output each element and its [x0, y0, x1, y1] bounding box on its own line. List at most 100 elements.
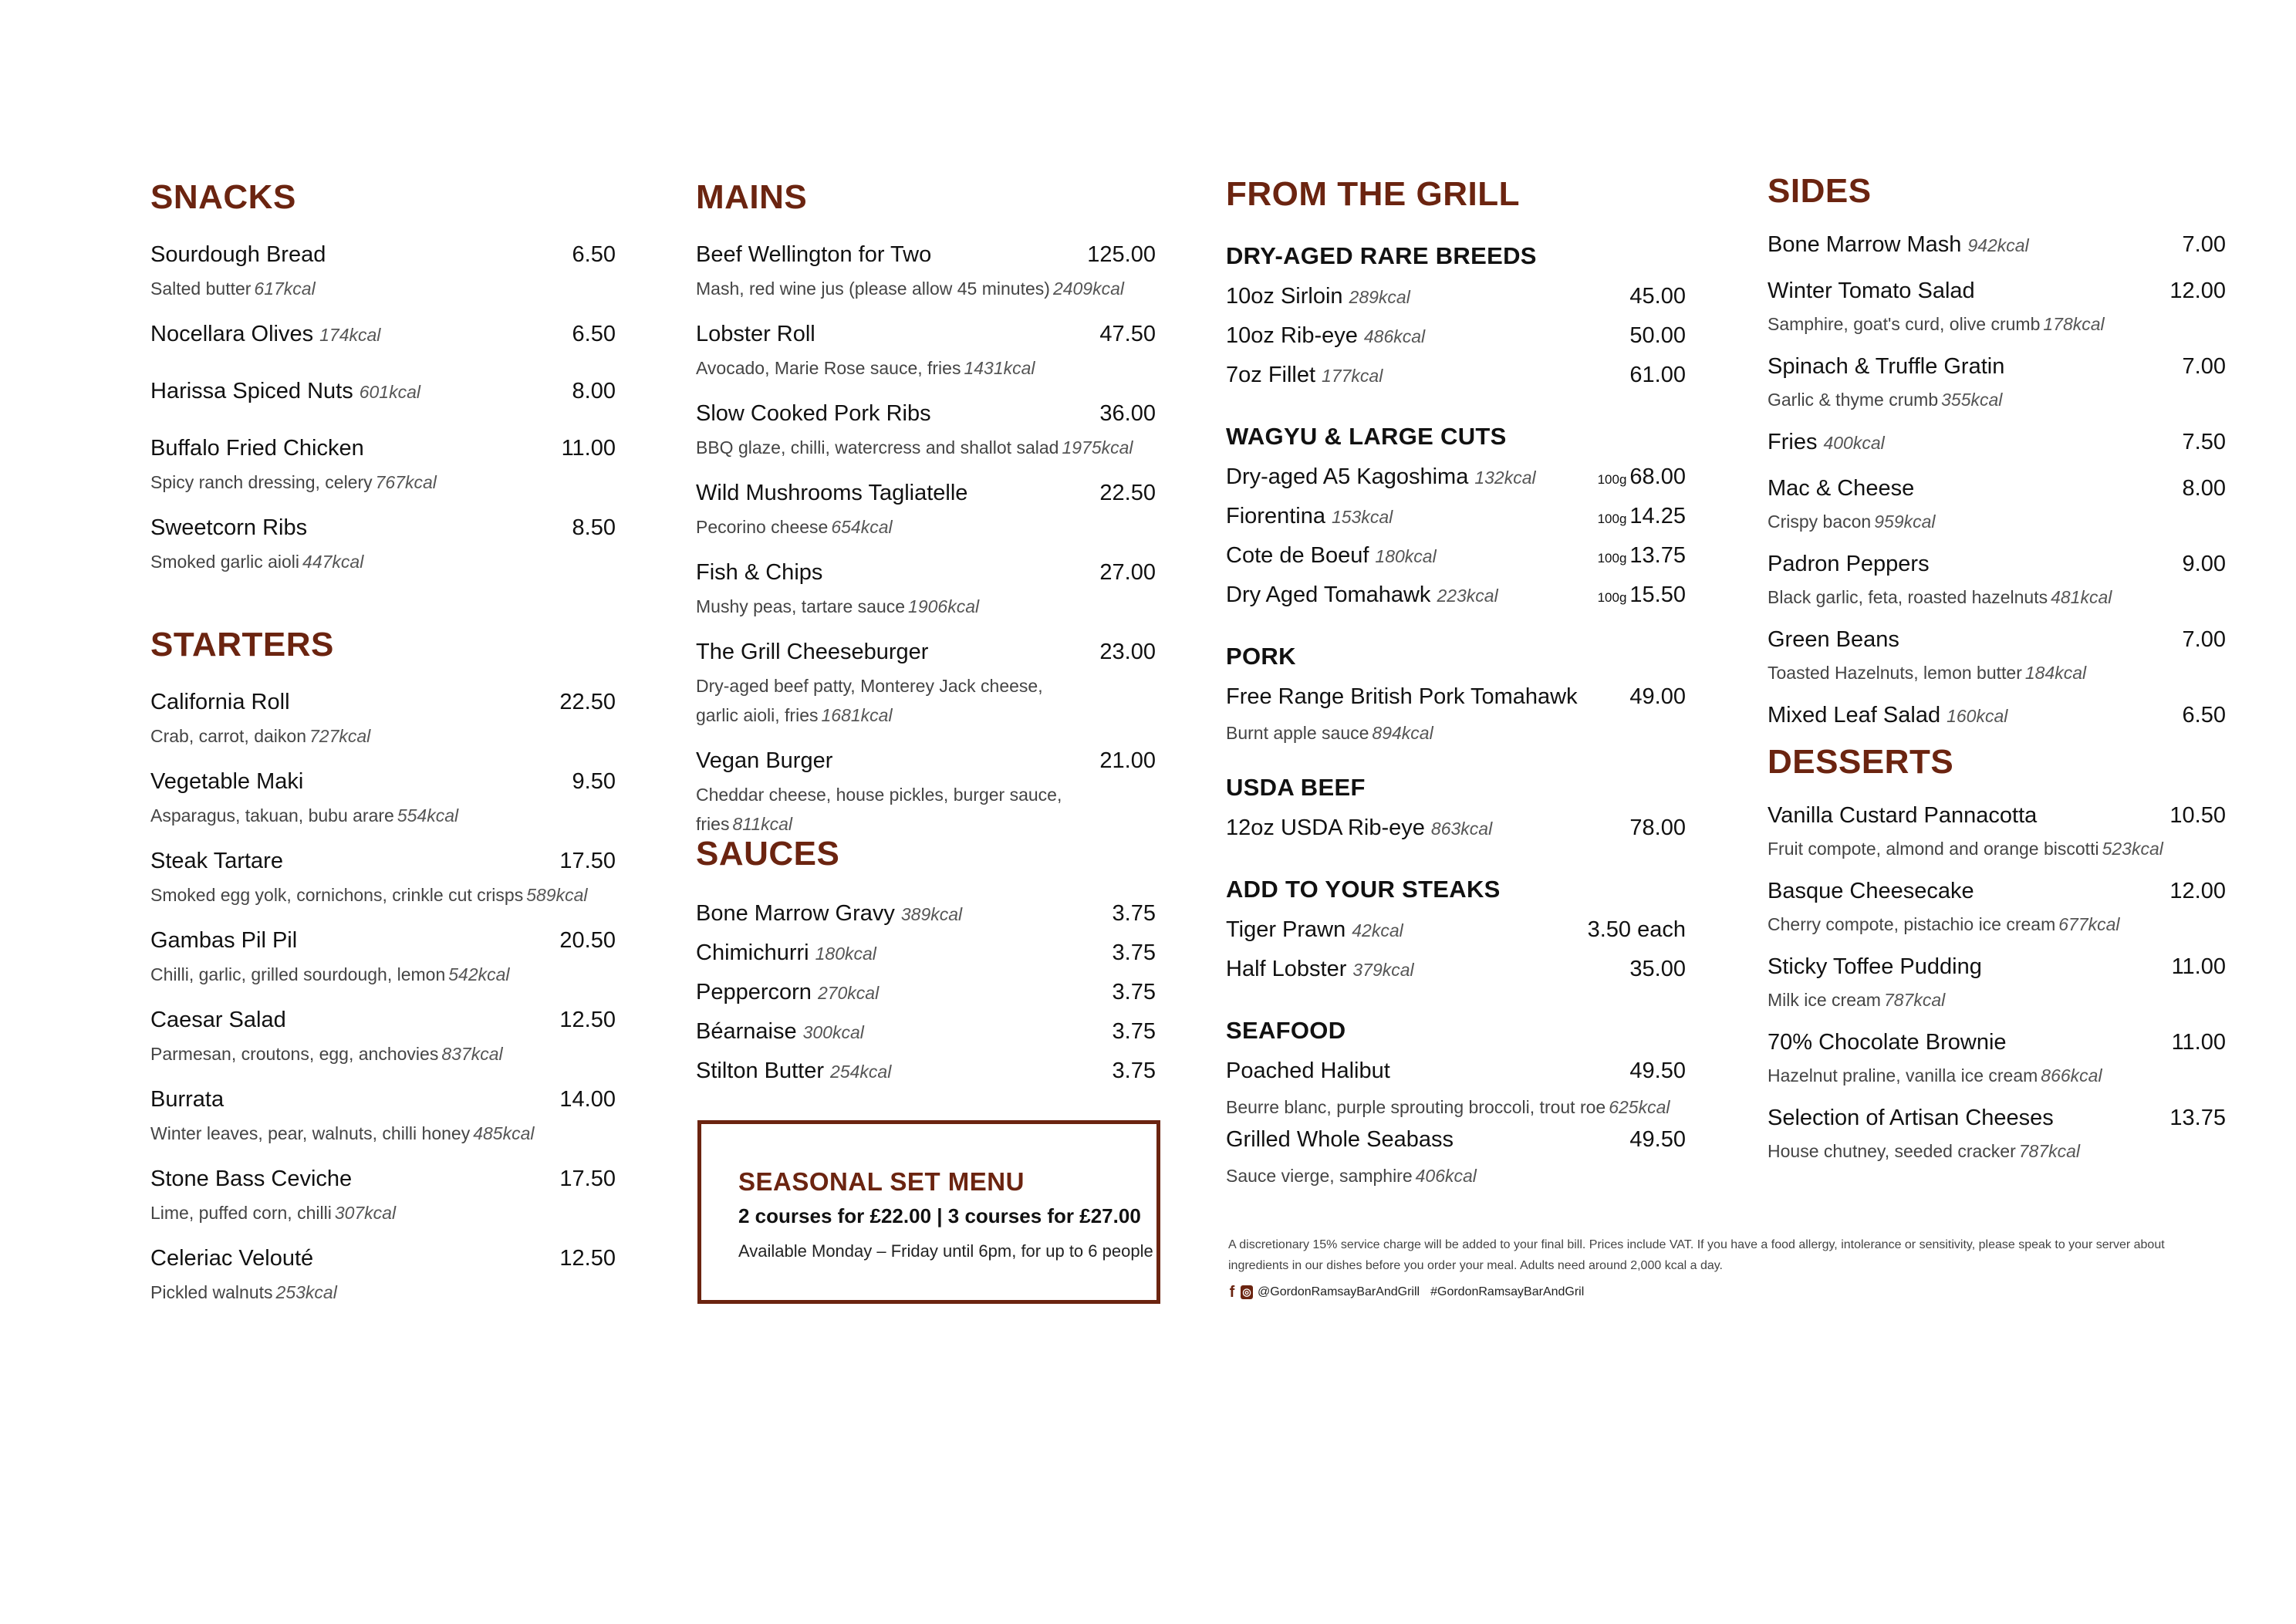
price-value: 27.00	[1099, 560, 1156, 585]
item-name-group: Buffalo Fried Chicken	[150, 433, 364, 468]
price-value: 17.50	[559, 1167, 616, 1191]
price-value: 3.75	[1112, 1058, 1156, 1083]
description-text: Fruit compote, almond and orange biscott…	[1768, 839, 2099, 859]
price-value: 45.00	[1629, 284, 1686, 309]
item-name-group: Padron Peppers	[1768, 549, 1930, 582]
price-value: 78.00	[1629, 815, 1686, 840]
price-value: 11.00	[2171, 1030, 2226, 1055]
seasonal-set-menu-box: SEASONAL SET MENU 2 courses for £22.00 |…	[697, 1120, 1160, 1304]
facebook-icon[interactable]: f	[1229, 1284, 1235, 1301]
description-text: Spicy ranch dressing, celery	[150, 472, 373, 492]
item-kcal: 866kcal	[2041, 1065, 2102, 1085]
section-title: DESSERTS	[1768, 743, 1954, 781]
item-name-group: Wild Mushrooms Tagliatelle	[696, 478, 967, 512]
item-kcal: 289kcal	[1349, 287, 1410, 307]
item-kcal: 254kcal	[830, 1062, 892, 1082]
item-name: Winter Tomato Salad	[1768, 279, 1975, 303]
price-value: 7.00	[2182, 627, 2226, 652]
item-kcal: 184kcal	[2024, 663, 2087, 683]
description-text: Chilli, garlic, grilled sourdough, lemon	[150, 964, 446, 984]
item-name: Peppercorn	[696, 980, 812, 1004]
price-value: 9.00	[2182, 552, 2226, 576]
item-kcal: 174kcal	[319, 325, 381, 345]
item-price: 47.50	[1099, 319, 1156, 349]
price-value: 13.75	[2169, 1106, 2226, 1130]
price-value: 8.00	[2182, 476, 2226, 501]
item-name-group: Fish & Chips	[696, 557, 822, 592]
item-name: Celeriac Velouté	[150, 1246, 314, 1271]
description-text: Winter leaves, pear, walnuts, chilli hon…	[150, 1123, 471, 1143]
item-kcal: 894kcal	[1372, 723, 1433, 743]
item-kcal: 223kcal	[1437, 586, 1498, 606]
price-value: 3.75	[1112, 940, 1156, 965]
item-name-group: Sticky Toffee Pudding	[1768, 952, 1982, 985]
item-name-group: Beef Wellington for Two	[696, 239, 931, 274]
price-value: 7.00	[2182, 354, 2226, 379]
description-text: Dry-aged beef patty, Monterey Jack chees…	[696, 676, 1043, 725]
item-name-group: Basque Cheesecake	[1768, 876, 1974, 910]
item-name: Slow Cooked Pork Ribs	[696, 401, 931, 426]
price-value: 11.00	[2171, 954, 2226, 979]
item-kcal: 481kcal	[2051, 587, 2112, 607]
instagram-icon[interactable]: ◎	[1241, 1285, 1253, 1299]
item-kcal: 787kcal	[1883, 990, 1946, 1010]
description-text: Garlic & thyme crumb	[1768, 390, 1939, 410]
item-name: Fries	[1768, 430, 1818, 454]
item-kcal: 447kcal	[302, 552, 364, 572]
item-price: 6.50	[2183, 701, 2226, 730]
item-price: 23.00	[1099, 636, 1156, 667]
item-name-group: Slow Cooked Pork Ribs	[696, 398, 931, 433]
item-name-group: Caesar Salad	[150, 1004, 286, 1039]
item-name-group: Green Beans	[1768, 625, 1899, 658]
description-text: BBQ glaze, chilli, watercress and shallo…	[696, 437, 1059, 457]
social-handle: @GordonRamsayBarAndGrill	[1258, 1285, 1420, 1298]
description-text: Mushy peas, tartare sauce	[696, 596, 906, 616]
item-kcal: 589kcal	[526, 885, 588, 905]
item-price: 3.75	[1113, 1014, 1156, 1049]
item-kcal: 787kcal	[2018, 1141, 2081, 1161]
item-price: 12.00	[2169, 876, 2226, 906]
seasonal-title: SEASONAL SET MENU	[738, 1167, 1025, 1196]
section-title: STARTERS	[150, 626, 334, 663]
item-name: Sweetcorn Ribs	[150, 515, 308, 540]
price-value: 12.00	[2169, 879, 2226, 903]
item-price: 49.50	[1629, 1122, 1686, 1157]
item-name: Vanilla Custard Pannacotta	[1768, 803, 2038, 828]
item-kcal: 400kcal	[1823, 433, 1885, 453]
price-value: 49.00	[1629, 684, 1686, 709]
